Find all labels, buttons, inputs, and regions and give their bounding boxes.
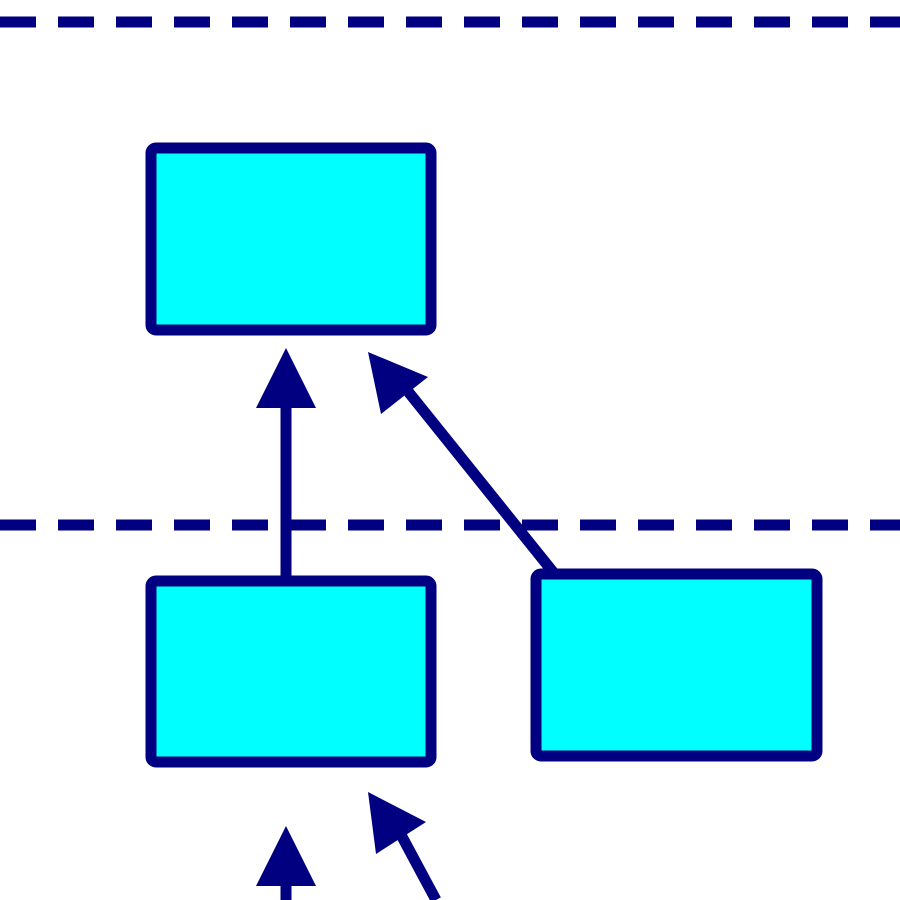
arrowhead-icon (368, 792, 426, 854)
edge-offscreen-right-to-node-b (368, 792, 441, 900)
edge-node-c-to-node-a (368, 352, 558, 576)
node-a[interactable] (145, 142, 437, 336)
edge-node-b-to-node-a (256, 348, 316, 576)
edge-offscreen-left-to-node-b (256, 826, 316, 900)
node-c[interactable] (530, 568, 823, 762)
arrowhead-icon (256, 826, 316, 886)
node-b[interactable] (145, 575, 437, 768)
arrowhead-icon (368, 352, 428, 414)
arrowhead-icon (256, 348, 316, 408)
